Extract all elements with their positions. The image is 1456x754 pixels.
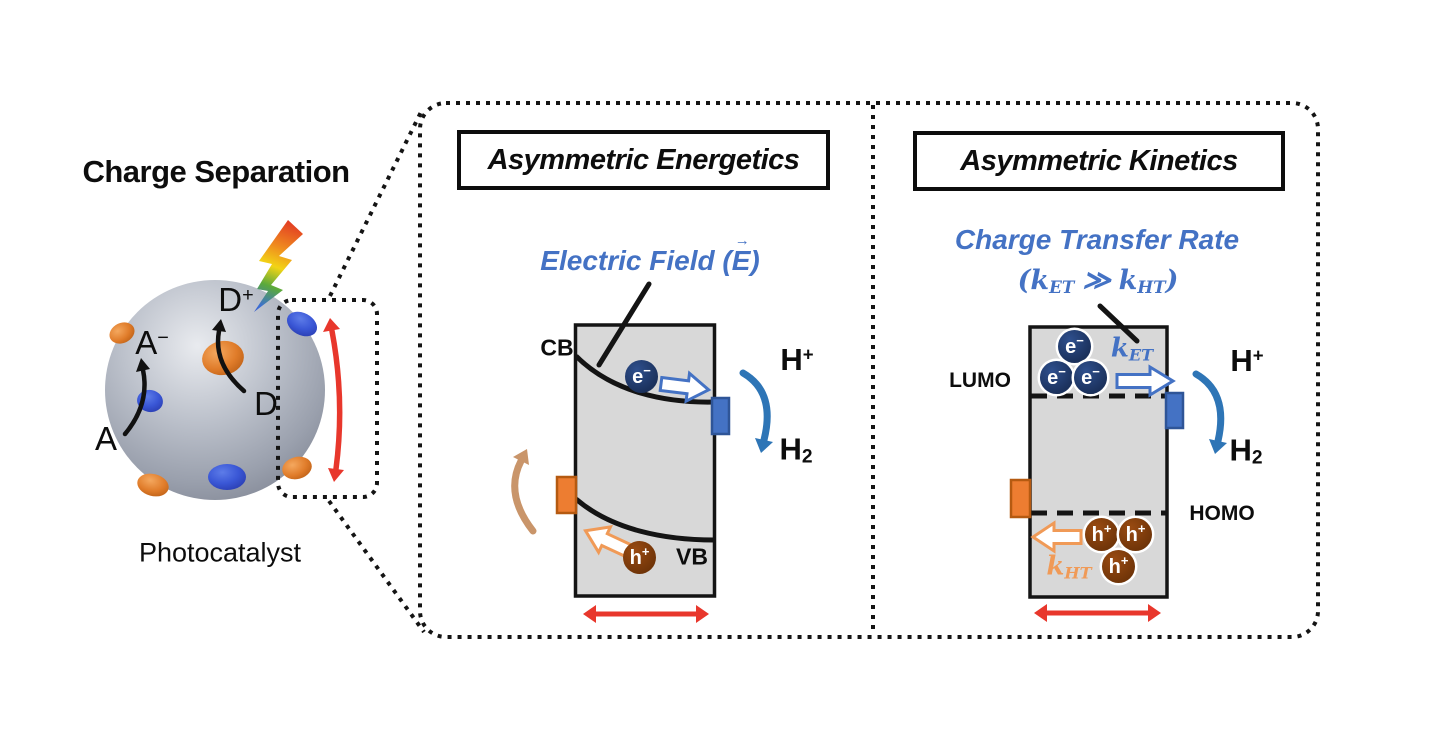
hole-particle: h+ bbox=[1085, 518, 1118, 551]
electron-transfer-block-arrow bbox=[1115, 364, 1176, 398]
electron-particle: e− bbox=[1074, 361, 1107, 394]
reduced-acceptor-label: A− bbox=[135, 324, 169, 362]
photocatalyst-caption: Photocatalyst bbox=[138, 537, 302, 568]
proton-reduction-arrow bbox=[739, 369, 773, 453]
reduction-cocatalyst-blue bbox=[1164, 391, 1185, 430]
energetics-title-text: Asymmetric Energetics bbox=[487, 143, 800, 176]
conduction-band-label: CB bbox=[540, 334, 574, 361]
valence-band-label: VB bbox=[676, 543, 708, 570]
donor-site-blob bbox=[202, 340, 244, 376]
energetics-vibration-arrow bbox=[583, 605, 709, 623]
oxidized-donor-symbol: D bbox=[218, 281, 243, 318]
acceptor-site-blob bbox=[286, 311, 318, 337]
charge-separation-title: Charge Separation bbox=[82, 154, 350, 189]
surface-vibration-arrow bbox=[323, 318, 344, 482]
electron-particle: e− bbox=[625, 360, 658, 393]
electric-field-prefix: Electric Field ( bbox=[540, 245, 732, 276]
proton-label: H+ bbox=[1230, 343, 1264, 378]
hole-particle: h+ bbox=[623, 541, 656, 574]
photocatalyst-sphere bbox=[105, 280, 325, 500]
electron-transfer-arrowheads bbox=[136, 319, 226, 372]
hole-particle: h+ bbox=[1102, 550, 1135, 583]
detail-panel-outline bbox=[418, 101, 1320, 639]
electron-particle: e− bbox=[1040, 361, 1073, 394]
oxidation-cocatalyst-orange bbox=[1009, 478, 1032, 519]
lumo-label: LUMO bbox=[949, 369, 1011, 392]
orbital-levels bbox=[1031, 393, 1166, 516]
proton-label: H+ bbox=[780, 342, 814, 377]
donor-site-blob bbox=[109, 322, 135, 344]
acceptor-label: A bbox=[94, 420, 118, 457]
oxidized-donor-charge: + bbox=[242, 284, 254, 307]
vector-arrow-glyph: → bbox=[734, 232, 750, 249]
hole-particle: h+ bbox=[1119, 518, 1152, 551]
zoom-region-outline bbox=[276, 298, 379, 499]
zoom-connector-lines bbox=[327, 107, 426, 634]
electron-particle: e− bbox=[1058, 330, 1091, 363]
oxidized-donor-label: D+ bbox=[218, 281, 253, 319]
acceptor-site-blob bbox=[208, 464, 246, 490]
ket-rate-label: kET bbox=[1110, 333, 1154, 365]
donor-oxidation-arrow bbox=[511, 449, 537, 535]
reduced-acceptor-symbol: A bbox=[135, 324, 158, 361]
hole-transfer-block-arrow bbox=[1030, 520, 1083, 554]
reduction-cocatalyst-blue bbox=[710, 396, 731, 436]
donor-site-blob bbox=[137, 473, 169, 497]
valence-band-curve bbox=[574, 497, 715, 543]
electric-field-label: Electric Field (E→) bbox=[540, 232, 760, 277]
energetics-panel-title: Asymmetric Energetics bbox=[457, 130, 830, 190]
proton-reduction-arrow bbox=[1192, 370, 1227, 454]
kinetics-vibration-arrow bbox=[1034, 604, 1161, 622]
light-bolt-icon bbox=[254, 220, 303, 312]
electron-transfer-arrows bbox=[122, 328, 247, 437]
kinetics-title-text: Asymmetric Kinetics bbox=[960, 144, 1238, 177]
e-field-vector-symbol: E→ bbox=[731, 232, 751, 276]
oxidation-cocatalyst-orange bbox=[555, 475, 578, 515]
electron-flow-arrow bbox=[658, 370, 712, 404]
donor-site-blob bbox=[282, 456, 312, 480]
homo-label: HOMO bbox=[1189, 502, 1255, 525]
donor-label: D bbox=[254, 385, 278, 422]
hydrogen-label: H2 bbox=[779, 431, 813, 468]
reduced-acceptor-charge: − bbox=[157, 327, 169, 350]
electric-field-suffix: ) bbox=[750, 245, 760, 276]
electric-field-pointer-line bbox=[596, 281, 652, 368]
kht-rate-label: kHT bbox=[1046, 551, 1092, 583]
rate-inequality-formula: (kET≫kHT) bbox=[1017, 265, 1179, 297]
charge-transfer-rate-label: Charge Transfer Rate bbox=[954, 224, 1240, 255]
rate-pointer-line bbox=[1097, 303, 1140, 344]
kinetics-panel-title: Asymmetric Kinetics bbox=[913, 131, 1285, 191]
hole-flow-arrow bbox=[583, 524, 634, 559]
hydrogen-label: H2 bbox=[1229, 432, 1263, 469]
